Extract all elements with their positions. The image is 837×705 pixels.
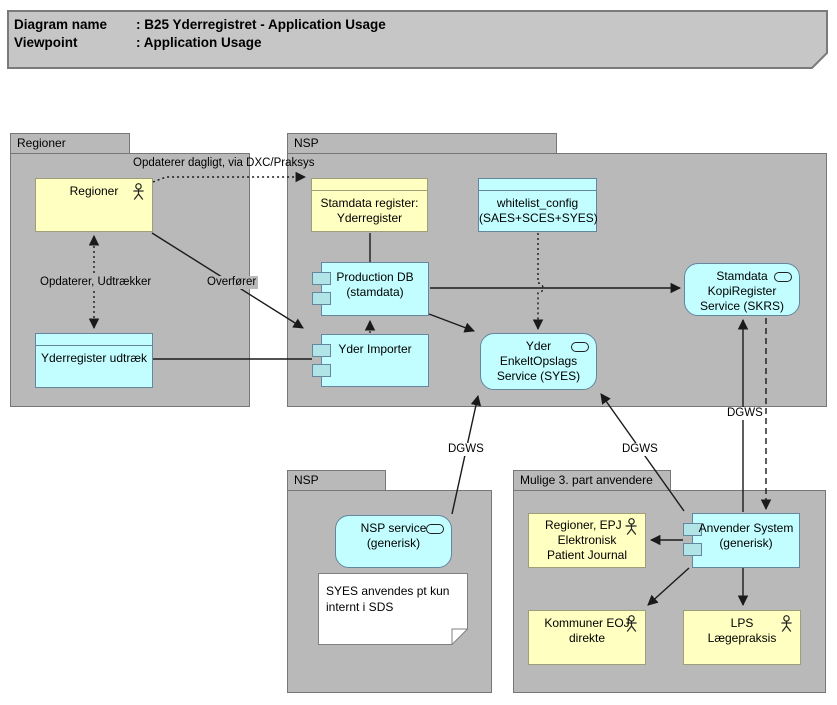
service-icon xyxy=(571,342,589,352)
actor-icon xyxy=(626,615,637,632)
edge-label-dgws-nsp: DGWS xyxy=(446,443,486,456)
node-label: Production DB (stamdata) xyxy=(336,270,414,299)
component-tab-icon xyxy=(312,292,331,305)
node-label: Yderregister udtræk xyxy=(40,351,148,365)
group-nsp-bottom-tab: NSP xyxy=(287,470,386,491)
group-nsp-bottom-label: NSP xyxy=(294,473,319,487)
group-regioner-label: Regioner xyxy=(17,136,66,150)
actor-icon xyxy=(781,615,792,632)
data-object-band-icon xyxy=(479,179,596,191)
node-syes[interactable]: Yder EnkeltOpslags Service (SYES) xyxy=(480,333,597,390)
title-frame-shape xyxy=(7,10,828,69)
node-label: Yder Importer xyxy=(338,342,412,356)
diagram-name-value: : B25 Yderregistret - Application Usage xyxy=(136,17,386,32)
edge-label-overfoerer: Overfører xyxy=(205,276,259,289)
node-label: Regioner, EPJ - Elektronisk Patient Jour… xyxy=(544,518,630,562)
node-stamdata-register[interactable]: Stamdata register: Yderregister xyxy=(311,178,428,232)
component-tab-icon xyxy=(312,364,331,377)
actor-icon xyxy=(133,183,144,200)
service-icon xyxy=(426,524,444,534)
data-object-band-icon xyxy=(312,179,427,191)
node-yderregister-udtraek[interactable]: Yderregister udtræk xyxy=(35,333,153,388)
data-object-band-icon xyxy=(36,334,152,346)
diagram-title-bar: Diagram name : B25 Yderregistret - Applic… xyxy=(0,0,837,80)
service-icon xyxy=(774,272,792,282)
diagram-name-label: Diagram name xyxy=(14,17,108,32)
note-text: SYES anvendes pt kun internt i SDS xyxy=(326,584,450,614)
actor-icon xyxy=(626,518,637,535)
edge-label-opdaterer-dagligt: Opdaterer dagligt, via DXC/Praksys xyxy=(133,157,315,169)
component-tab-icon xyxy=(312,344,331,357)
edge-label-dgws-anvender: DGWS xyxy=(620,443,660,456)
node-yder-importer[interactable]: Yder Importer xyxy=(312,334,429,387)
node-skrs[interactable]: Stamdata KopiRegister Service (SKRS) xyxy=(684,263,800,316)
node-anvender-system[interactable]: Anvender System (generisk) xyxy=(683,513,800,568)
node-label: Kommuner EOJ direkte xyxy=(544,616,630,645)
diagram-name-row: Diagram name : B25 Yderregistret - Applic… xyxy=(14,16,386,34)
node-epj[interactable]: Regioner, EPJ - Elektronisk Patient Jour… xyxy=(528,513,646,568)
node-whitelist-config[interactable]: whitelist_config (SAES+SCES+SYES) xyxy=(478,178,598,232)
note-shape xyxy=(318,573,468,645)
group-mulige-label: Mulige 3. part anvendere xyxy=(520,473,653,487)
note-syes[interactable]: SYES anvendes pt kun internt i SDS xyxy=(318,573,468,645)
node-label: Stamdata KopiRegister Service (SKRS) xyxy=(699,269,785,313)
node-label: Regioner xyxy=(69,184,119,198)
group-nsp-top-tab: NSP xyxy=(287,133,557,154)
node-kommuner-eoj[interactable]: Kommuner EOJ direkte xyxy=(528,610,646,665)
node-nsp-service[interactable]: NSP service (generisk) xyxy=(335,515,452,568)
node-label: Anvender System (generisk) xyxy=(698,521,794,550)
group-nsp-top-label: NSP xyxy=(294,136,319,150)
viewpoint-value: : Application Usage xyxy=(136,35,262,50)
node-label: LPS Lægepraksis xyxy=(707,616,777,645)
edge-label-dgws-skrs: DGWS xyxy=(725,407,765,420)
component-tab-icon xyxy=(683,543,702,556)
group-regioner-tab: Regioner xyxy=(10,133,130,154)
node-label: Yder EnkeltOpslags Service (SYES) xyxy=(496,339,581,383)
node-lps[interactable]: LPS Lægepraksis xyxy=(683,610,801,665)
group-mulige-tab: Mulige 3. part anvendere xyxy=(513,470,671,491)
node-label: NSP service (generisk) xyxy=(360,521,427,550)
component-tab-icon xyxy=(683,523,702,536)
node-production-db[interactable]: Production DB (stamdata) xyxy=(312,262,429,316)
folded-corner-icon xyxy=(451,628,468,645)
node-label: Stamdata register: Yderregister xyxy=(320,196,419,225)
node-label: whitelist_config (SAES+SCES+SYES) xyxy=(479,196,598,225)
edge-label-opdaterer-udtraekker: Opdaterer, Udtrækker xyxy=(38,276,154,289)
viewpoint-label: Viewpoint xyxy=(14,35,78,50)
viewpoint-row: Viewpoint : Application Usage xyxy=(14,34,386,52)
component-tab-icon xyxy=(312,272,331,285)
node-regioner-actor[interactable]: Regioner xyxy=(35,178,153,232)
